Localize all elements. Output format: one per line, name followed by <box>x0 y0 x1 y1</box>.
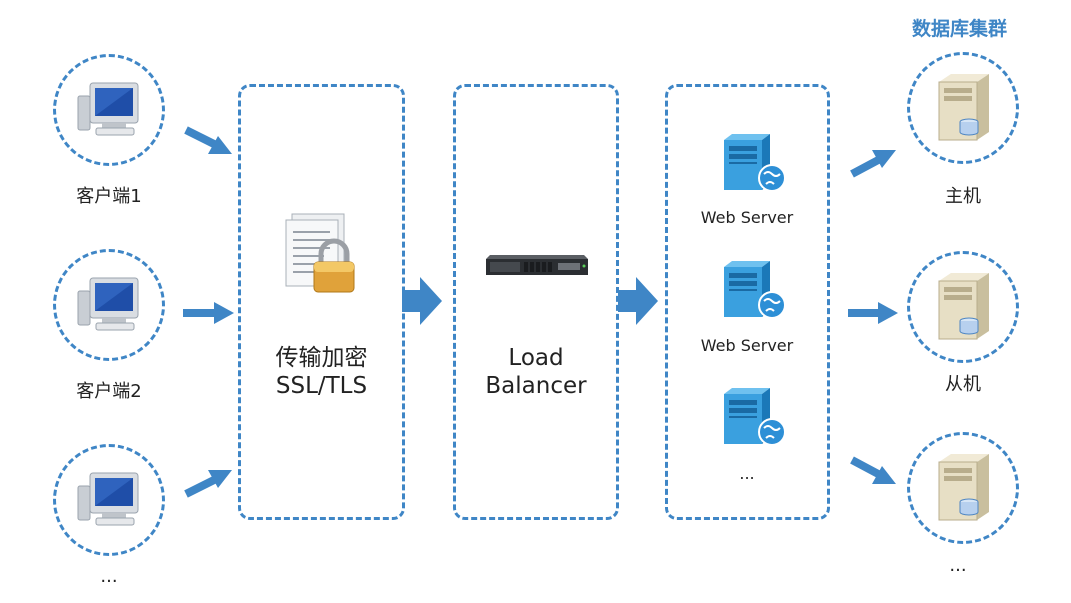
web-server-globe-icon <box>724 388 786 446</box>
web-server-label-1: Web Server <box>700 208 794 227</box>
web-server-label-2: Web Server <box>700 336 794 355</box>
client-label-3: ... <box>100 566 118 587</box>
cluster-title: 数据库集群 <box>912 18 1008 40</box>
desktop-computer-icon <box>77 82 139 136</box>
client-node-2 <box>53 249 165 361</box>
ssl-label-line1: 传输加密 <box>275 345 368 371</box>
database-server-icon <box>938 74 989 141</box>
lb-label-line1: Load <box>508 345 564 371</box>
db-label-3: ... <box>949 555 967 576</box>
web-server-label-3: ... <box>739 464 755 483</box>
ssl-label-line2: SSL/TLS <box>275 373 368 399</box>
locked-document-icon <box>285 213 355 293</box>
ssl-box <box>238 84 405 520</box>
arrow-head <box>208 136 232 154</box>
web-server-box <box>665 84 830 520</box>
lb-label-line2: Balancer <box>485 373 587 399</box>
client-label-2: 客户端2 <box>76 381 142 402</box>
db-node-slave <box>907 251 1019 363</box>
db-node-master <box>907 52 1019 164</box>
db-label-master: 主机 <box>945 186 981 207</box>
db-label-slave: 从机 <box>945 374 981 395</box>
rack-server-icon <box>486 255 588 275</box>
web-server-globe-icon <box>724 134 786 192</box>
desktop-computer-icon <box>77 472 139 526</box>
desktop-computer-icon <box>77 277 139 331</box>
client-label-1: 客户端1 <box>76 186 142 207</box>
client-node-3 <box>53 444 165 556</box>
database-server-icon <box>938 273 989 340</box>
client-node-1 <box>53 54 165 166</box>
database-server-icon <box>938 454 989 521</box>
load-balancer-box <box>453 84 619 520</box>
web-server-globe-icon <box>724 261 786 319</box>
db-node-3 <box>907 432 1019 544</box>
